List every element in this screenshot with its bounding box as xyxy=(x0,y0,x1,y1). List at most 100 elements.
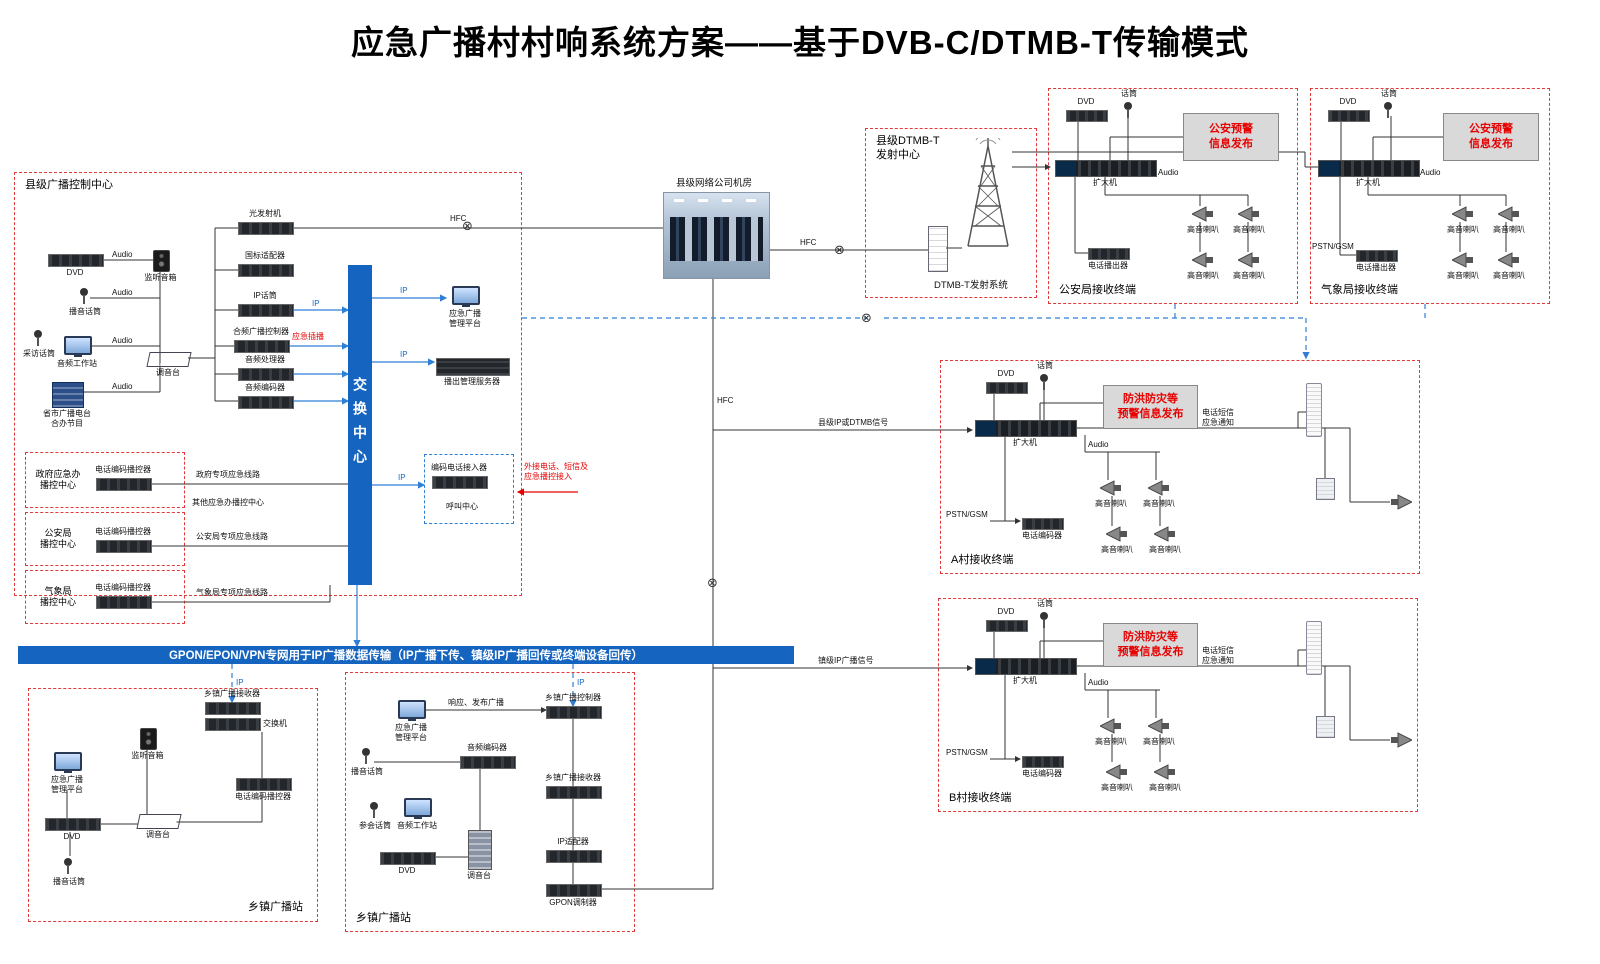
wall-panel-village-b xyxy=(1316,716,1335,738)
rack-icon xyxy=(45,818,101,831)
pstn-label-2: PSTN/GSM xyxy=(946,510,988,519)
horn-police-4-label: 高音喇叭 xyxy=(1233,271,1265,280)
gov-phone-encoder: 电话编码播控器 xyxy=(95,465,152,491)
rack-icon xyxy=(380,852,436,865)
controller-township2: 乡镇广播控制器 xyxy=(545,693,602,719)
weather-alert-board: 公安预警 信息发布 xyxy=(1443,113,1539,161)
rack-w-icon xyxy=(975,420,1077,437)
interview-mic-county: 采访话筒 xyxy=(23,330,55,358)
village-a-terminal: A村接收终端 xyxy=(940,360,1420,574)
switch-label: 交换机 xyxy=(263,719,287,728)
county-control-center: 县级广播控制中心 xyxy=(14,172,522,596)
mic-icon xyxy=(34,330,42,346)
audio-mixer-county-label: 调音台 xyxy=(156,368,180,377)
horn-icon xyxy=(1152,526,1176,547)
mic-icon xyxy=(1124,102,1132,118)
phone-access-encoder: 编码电话接入器 xyxy=(431,463,488,489)
village-a-signal-label: 县级IP或DTMB信号 xyxy=(818,418,889,427)
broadcast-mic-county-label: 播音话筒 xyxy=(69,307,101,316)
rack-sm-icon xyxy=(1022,756,1064,768)
audio-label-4: Audio xyxy=(112,382,133,391)
horn-police-1: 高音喇叭 xyxy=(1187,206,1219,234)
hfc-label-2: HFC xyxy=(800,238,817,247)
mic-weather-label: 话筒 xyxy=(1381,89,1397,98)
horn-icon xyxy=(1190,252,1214,273)
dvd-player-police: DVD xyxy=(1066,97,1108,122)
horn-weather-1: 高音喇叭 xyxy=(1447,206,1479,234)
rack-icon xyxy=(432,476,488,489)
horn-weather-1-label: 高音喇叭 xyxy=(1447,225,1479,234)
mic-village-b-label: 话筒 xyxy=(1037,599,1053,608)
column-icon xyxy=(1306,383,1322,437)
exchange-center-bar: 交换中心 xyxy=(348,265,372,585)
rack-w-icon xyxy=(975,658,1077,675)
gpon-terminal-township2: GPON调制器 xyxy=(546,884,602,907)
mixer-icon xyxy=(146,352,192,367)
platform-township1-label: 应急广播 管理平台 xyxy=(51,775,83,794)
ip-label-1: IP xyxy=(312,299,320,308)
receiver-amp-police: 扩大机 xyxy=(1055,160,1157,187)
monitor-speaker-county-label: 监听音箱 xyxy=(144,273,177,282)
police-receiving-terminal-label: 公安局接收终端 xyxy=(1059,284,1136,297)
horn-village-a-3-label: 高音喇叭 xyxy=(1101,545,1133,554)
audio-workstation-county: 音频工作站 xyxy=(57,336,97,368)
panel-icon xyxy=(1316,478,1335,500)
horn-village-b-1-label: 高音喇叭 xyxy=(1095,737,1127,746)
sound-column-village-b xyxy=(1306,621,1322,675)
audio-label-8: Audio xyxy=(1088,678,1109,687)
horn-police-1-label: 高音喇叭 xyxy=(1187,225,1219,234)
horn-icon xyxy=(1496,206,1520,227)
receiver-amp-village-a-label: 扩大机 xyxy=(1013,438,1037,447)
police-line-label: 公安局专项应急线路 xyxy=(196,532,268,541)
horn-village-a-1-label: 高音喇叭 xyxy=(1095,499,1127,508)
weather-bureau-office-label: 气象局 播控中心 xyxy=(39,585,76,607)
horn-weather-4: 高音喇叭 xyxy=(1493,252,1525,280)
receiver-amp-weather: 扩大机 xyxy=(1318,160,1420,187)
horn-village-b-3-label: 高音喇叭 xyxy=(1101,783,1133,792)
mixer-township2: 调音台 xyxy=(467,830,492,880)
audio-encoder-label: 音频编码器 xyxy=(245,383,285,392)
dvd-township1: DVD xyxy=(45,818,101,841)
wall-panel-village-a xyxy=(1316,478,1335,500)
speaker-icon xyxy=(140,728,157,750)
horn-right-icon xyxy=(1390,732,1414,753)
rack-sm-icon xyxy=(1066,110,1108,122)
dvd-player-weather-label: DVD xyxy=(1339,97,1357,106)
ip-label-6: IP xyxy=(577,678,585,687)
receiver-amp-village-b-label: 扩大机 xyxy=(1013,676,1037,685)
police-phone-encoder-label: 电话编码播控器 xyxy=(95,527,151,536)
gpon-network-label: GPON/EPON/VPN专网用于IP广播数据传输（IP广播下传、镇级IP广播回… xyxy=(168,650,644,662)
police-receiving-terminal: 公安局接收终端 xyxy=(1048,88,1298,304)
computer-icon xyxy=(404,798,432,819)
horn-police-3-label: 高音喇叭 xyxy=(1187,271,1219,280)
police-bureau-office: 公安局 播控中心 xyxy=(25,512,185,566)
platform-township2-label: 应急广播 管理平台 xyxy=(395,723,427,742)
dvd-player-weather: DVD xyxy=(1328,97,1370,122)
weather-line-label: 气象局专项应急线路 xyxy=(196,588,268,597)
horn-village-b-1: 高音喇叭 xyxy=(1095,718,1127,746)
horn-village-b-4: 高音喇叭 xyxy=(1149,764,1181,792)
rack-icon xyxy=(48,254,104,267)
horn-village-b-2: 高音喇叭 xyxy=(1143,718,1175,746)
horn-village-b-4-label: 高音喇叭 xyxy=(1149,783,1181,792)
pstn-label-3: PSTN/GSM xyxy=(946,748,988,757)
village-b-alert-board: 防洪防灾等 预警信息发布 xyxy=(1103,623,1198,667)
hfc-label-3: HFC xyxy=(717,396,734,405)
dvd-player-village-a: DVD xyxy=(986,369,1028,394)
mic-icon xyxy=(64,858,72,874)
horn-icon xyxy=(1146,480,1170,501)
ip-mic: IP话筒 xyxy=(238,291,294,317)
computer-icon xyxy=(452,286,480,307)
audio-label-3: Audio xyxy=(112,336,133,345)
external-access-label: 外接电话、短信及 应急播控接入 xyxy=(524,462,588,481)
server-room-photo xyxy=(663,192,770,279)
horn-weather-4-label: 高音喇叭 xyxy=(1493,271,1525,280)
village-b-signal-label: 镇级IP广播信号 xyxy=(818,656,874,665)
tower-icon xyxy=(962,132,1014,255)
horn-icon xyxy=(1190,206,1214,227)
mic-icon xyxy=(370,802,378,818)
rack-icon xyxy=(236,778,292,791)
mic1-township2-label: 播音话筒 xyxy=(351,767,383,776)
platform-township1: 应急广播 管理平台 xyxy=(51,752,83,794)
